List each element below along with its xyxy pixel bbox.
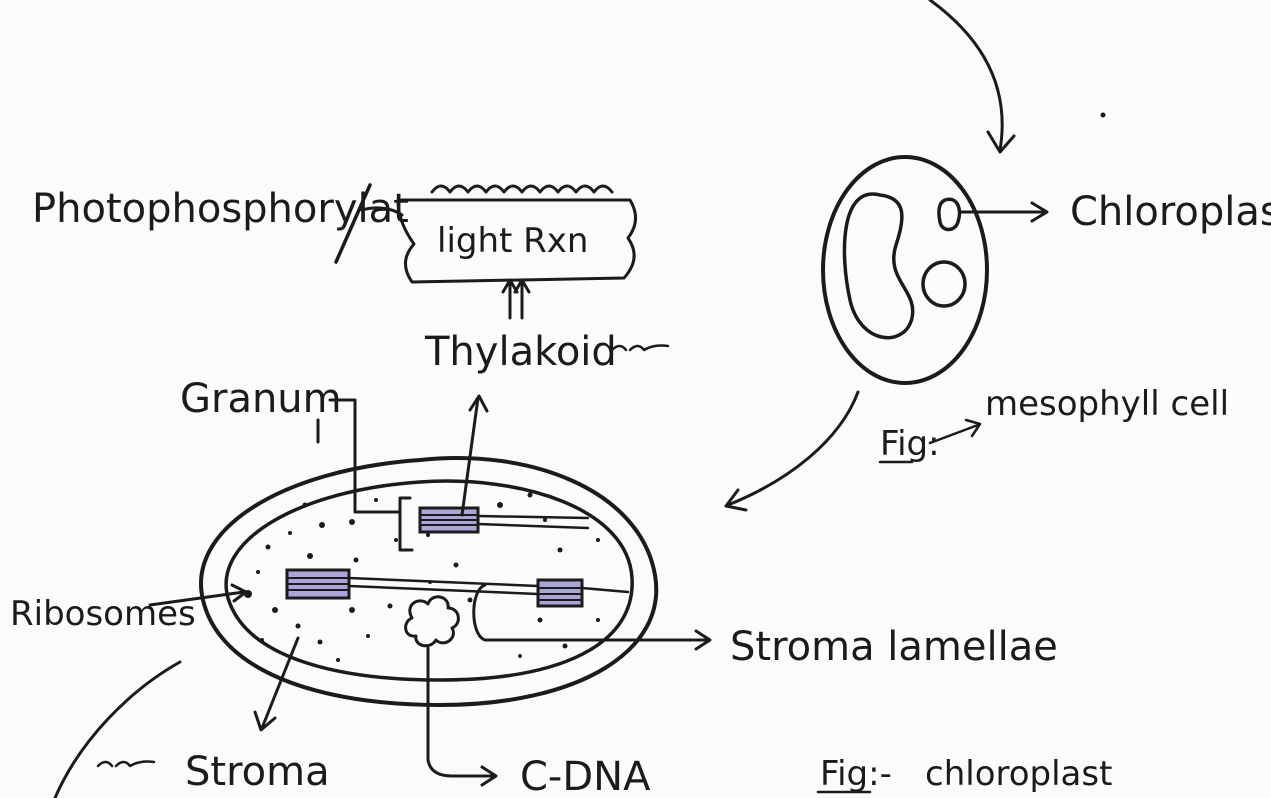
mesophyll-cell xyxy=(823,157,987,383)
stroma-lamellae-label: Stroma lamellae xyxy=(730,624,1058,670)
thylakoid-label: Thylakoid xyxy=(424,329,617,375)
fig-chloroplast-text: chloroplast xyxy=(925,754,1112,794)
zoom-arrow xyxy=(726,392,858,510)
granum-left xyxy=(287,570,349,598)
stroma-label: Stroma xyxy=(185,749,330,795)
chloroplast-small xyxy=(939,199,960,229)
granum-label: Granum xyxy=(180,376,342,422)
chloroplast-pointer-arrow xyxy=(962,203,1047,221)
c-dna-label: C-DNA xyxy=(520,754,651,798)
stroma-squiggle xyxy=(98,762,154,767)
nucleus xyxy=(923,262,965,306)
thylakoid-squiggle xyxy=(612,346,668,351)
c-dna-connector xyxy=(428,648,496,785)
thylakoid-arrow xyxy=(462,396,487,515)
vacuole-shape xyxy=(844,194,912,338)
light-rxn-label: light Rxn xyxy=(437,221,588,261)
incoming-arrow xyxy=(930,0,1014,152)
granum-top xyxy=(420,508,478,532)
mesophyll-cell-label: mesophyll cell xyxy=(985,384,1229,424)
bottom-left-curve xyxy=(55,662,180,798)
double-up-arrow xyxy=(503,280,529,318)
stray-dot xyxy=(1101,113,1106,118)
chloroplast-label: Chloroplast xyxy=(1070,189,1271,235)
granum-right xyxy=(538,580,582,606)
stroma-lamellae-lines xyxy=(349,516,628,594)
c-dna-blob xyxy=(406,597,459,646)
fig-chloroplast-prefix: Fig:- xyxy=(820,754,892,794)
ribosomes-label: Ribosomes xyxy=(10,594,196,634)
stroma-lamellae-connector xyxy=(474,585,710,649)
